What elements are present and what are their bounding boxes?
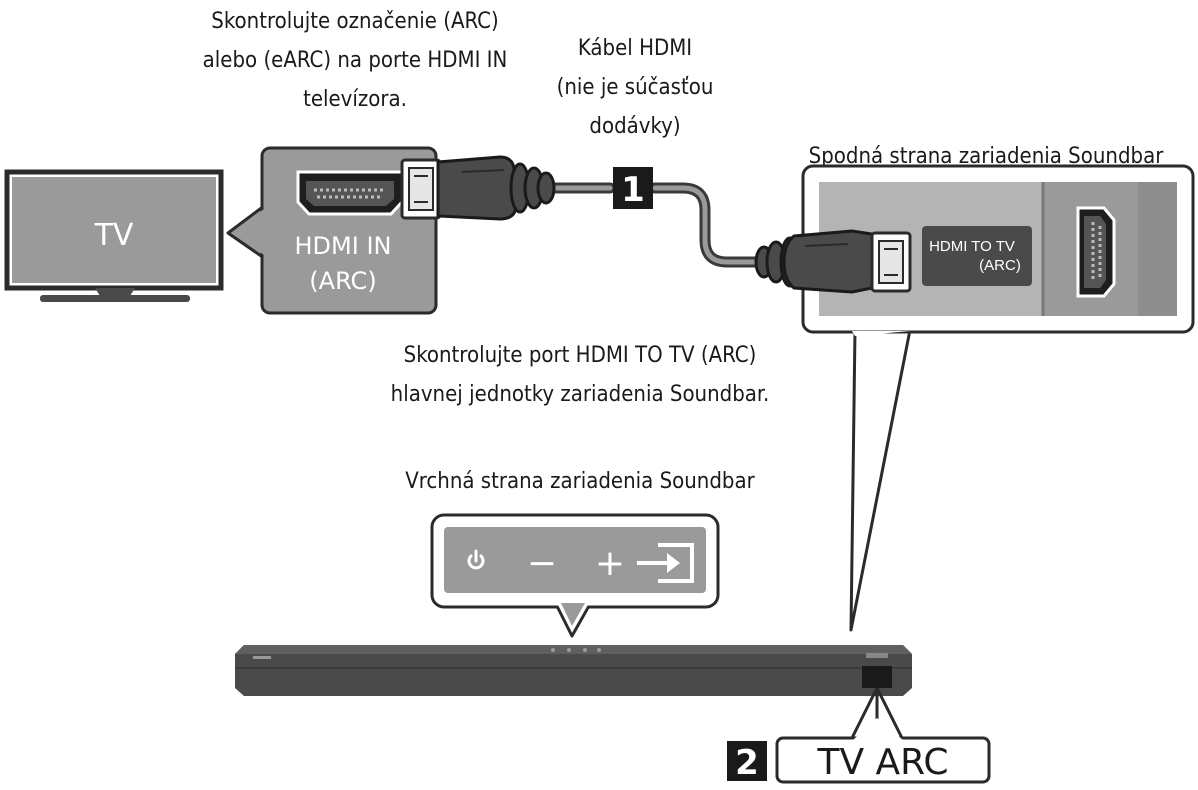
soundbar-port-label-line2: (ARC) bbox=[979, 257, 1021, 274]
tv-arc-callout: TV ARC 2 bbox=[727, 687, 991, 784]
tv-port-label-line2: (ARC) bbox=[309, 267, 376, 295]
tv-illustration: TV bbox=[4, 169, 224, 302]
cable-label-line1: Kábel HDMI bbox=[577, 36, 693, 61]
tv-port-label-line1: HDMI IN bbox=[295, 232, 392, 260]
tv-check-label-line3: televízora. bbox=[303, 87, 407, 112]
tv-arc-port-marker bbox=[862, 666, 892, 688]
cable-label-line3: dodávky) bbox=[589, 114, 681, 139]
hdmi-plug-soundbar-side bbox=[754, 229, 912, 294]
tv-hdmi-port-callout: HDMI IN (ARC) bbox=[226, 146, 438, 315]
tv-arc-label: TV ARC bbox=[816, 742, 948, 783]
step-2-badge bbox=[727, 741, 767, 781]
hdmi-in-port-icon bbox=[296, 170, 404, 216]
top-side-label: Vrchná strana zariadenia Soundbar bbox=[405, 469, 755, 494]
tv-check-label-line2: alebo (eARC) na porte HDMI IN bbox=[202, 48, 508, 73]
input-source-icon bbox=[637, 543, 694, 583]
hdmi-cable bbox=[544, 182, 766, 268]
cable-label-line2: (nie je súčasťou bbox=[556, 75, 714, 100]
step-1-number: 1 bbox=[621, 170, 645, 210]
tv-check-label-line1: Skontrolujte označenie (ARC) bbox=[211, 9, 499, 34]
plus-icon: + bbox=[595, 543, 625, 584]
soundbar-port-check-line1: Skontrolujte port HDMI TO TV (ARC) bbox=[403, 343, 757, 368]
power-icon bbox=[467, 549, 485, 570]
hdmi-to-tv-port-icon bbox=[1076, 206, 1116, 298]
step-2-number: 2 bbox=[735, 743, 759, 783]
soundbar-top-controls-callout: − + bbox=[430, 513, 720, 638]
soundbar-port-label-line1: HDMI TO TV bbox=[929, 238, 1015, 255]
soundbar-body bbox=[235, 645, 912, 696]
soundbar-bottom-callout: HDMI TO TV (ARC) bbox=[801, 164, 1195, 632]
minus-icon: − bbox=[527, 543, 557, 584]
tv-label: TV bbox=[94, 218, 134, 253]
hdmi-plug-tv-side bbox=[400, 155, 556, 221]
step-1-badge: 1 bbox=[613, 167, 653, 210]
soundbar-port-check-line2: hlavnej jednotky zariadenia Soundbar. bbox=[390, 382, 770, 407]
